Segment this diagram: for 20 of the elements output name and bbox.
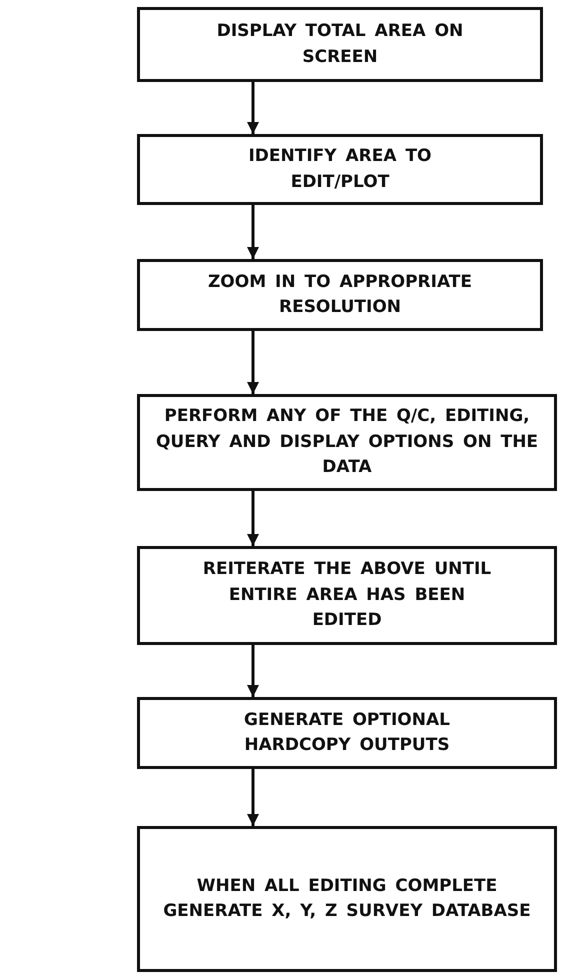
arrow [247,205,259,259]
arrow [247,491,259,546]
process-box [137,259,543,331]
process-box [137,826,557,972]
step-text: GENERATE OPTIONAL HARDCOPY OUTPUTS [243,708,451,757]
step-text: IDENTIFY AREA TO EDIT/PLOT [247,145,433,194]
arrow [247,769,259,826]
arrow [247,331,259,394]
step-text: REITERATE THE ABOVE UNTIL ENTIRE AREA HAS BEEN EDITED [202,558,492,632]
arrow [247,645,259,697]
process-box [137,697,557,769]
step-text: ZOOM IN TO APPROPRIATE RESOLUTION [206,270,474,319]
process-box [137,7,543,82]
step-text: DISPLAY TOTAL AREA ON SCREEN [216,20,464,68]
process-box [137,134,543,205]
step-text: WHEN ALL EDITING COMPLETE GENERATE X, Y, Z SURVEY DATABASE [162,874,532,923]
arrow [247,82,259,134]
process-box [137,546,557,645]
process-box [137,394,557,491]
step-text: PERFORM ANY OF THE Q/C, EDITING, QUERY AND DISPLAY OPTIONS ON THE DATA [154,405,540,480]
